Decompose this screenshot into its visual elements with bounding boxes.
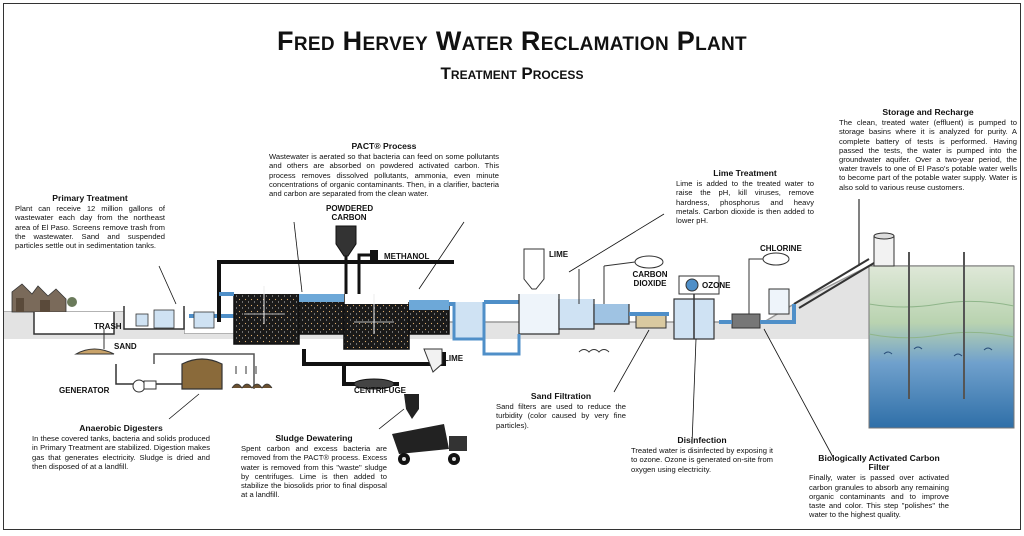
label-methanol: METHANOL <box>384 252 430 261</box>
label-lime-sludge: LIME <box>444 354 464 363</box>
sludge-dewatering-text: Spent carbon and excess bacteria are rem… <box>241 444 387 500</box>
storage-recharge-heading: Storage and Recharge <box>882 107 974 117</box>
sand-filtration-callout: Sand Filtration Sand filters are used to… <box>496 391 626 430</box>
storage-recharge-callout: Storage and Recharge The clean, treated … <box>839 107 1017 192</box>
treatment-process-illustration <box>4 199 1020 529</box>
storage-basin <box>793 232 895 309</box>
anaerobic-digesters-heading: Anaerobic Digesters <box>79 423 163 433</box>
disinfection-text: Treated water is disinfected by exposing… <box>631 446 773 474</box>
primary-treatment-callout: Primary Treatment Plant can receive 12 m… <box>15 193 165 251</box>
label-sand: SAND <box>114 342 137 351</box>
sand-filtration-heading: Sand Filtration <box>530 391 592 401</box>
anaerobic-digesters-text: In these covered tanks, bacteria and sol… <box>32 434 210 471</box>
water-pipe <box>219 292 454 306</box>
sludge-dewatering-heading: Sludge Dewatering <box>275 433 353 443</box>
bio-carbon-filter-callout: Biologically Activated Carbon Filter Fin… <box>809 453 949 520</box>
page-subtitle: Treatment Process <box>440 64 584 83</box>
page-title: Fred Hervey Water Reclamation Plant <box>277 26 747 56</box>
biological-carbon-filter <box>719 252 796 329</box>
label-centrifuge: CENTRIFUGE <box>354 386 406 395</box>
storage-recharge-text: The clean, treated water (effluent) is p… <box>839 118 1017 192</box>
water-pipe-return <box>482 334 521 356</box>
lower-background <box>4 339 1020 529</box>
lime-treatment-callout: Lime Treatment Lime is added to the trea… <box>676 168 814 226</box>
groundwater-aquifer <box>858 199 1015 429</box>
lime-treatment-heading: Lime Treatment <box>713 168 777 178</box>
label-carbon-dioxide: CARBON DIOXIDE <box>632 270 668 288</box>
anaerobic-digester <box>115 353 273 393</box>
city-buildings <box>11 283 77 313</box>
label-generator: GENERATOR <box>59 386 110 395</box>
sand-filtration-text: Sand filters are used to reduce the turb… <box>496 402 626 430</box>
pact-process-callout: PACT® Process Wastewater is aerated so t… <box>269 141 499 199</box>
pact-process-heading: PACT® Process <box>351 141 417 151</box>
ozone-contactor <box>673 275 720 340</box>
label-chlorine: CHLORINE <box>760 244 802 253</box>
sludge-dewatering-callout: Sludge Dewatering Spent carbon and exces… <box>241 433 387 500</box>
diagram-canvas: Fred Hervey Water Reclamation Plant Trea… <box>3 3 1021 530</box>
primary-treatment-text: Plant can receive 12 million gallons of … <box>15 204 165 251</box>
pact-process-text: Wastewater is aerated so that bacteria c… <box>269 152 499 199</box>
bio-carbon-filter-text: Finally, water is passed over activated … <box>809 473 949 520</box>
dump-truck <box>392 424 467 465</box>
lime-treatment-tanks <box>452 248 664 353</box>
callout-lines <box>158 213 835 460</box>
bio-carbon-filter-heading: Biologically Activated Carbon Filter <box>818 453 940 473</box>
anaerobic-digesters-callout: Anaerobic Digesters In these covered tan… <box>32 423 210 471</box>
label-powdered-carbon: POWDERED CARBON <box>326 204 374 222</box>
label-trash: TRASH <box>94 322 122 331</box>
sand-filter <box>629 312 669 329</box>
pact-aeration-tanks <box>217 225 454 419</box>
primary-treatment-tanks <box>33 306 234 355</box>
label-ozone: OZONE <box>702 281 731 290</box>
primary-treatment-heading: Primary Treatment <box>52 193 128 203</box>
label-lime-treatment: LIME <box>549 250 569 259</box>
lime-treatment-text: Lime is added to the treated water to ra… <box>676 179 814 226</box>
disinfection-callout: Disinfection Treated water is disinfecte… <box>631 435 773 474</box>
disinfection-heading: Disinfection <box>677 435 727 445</box>
